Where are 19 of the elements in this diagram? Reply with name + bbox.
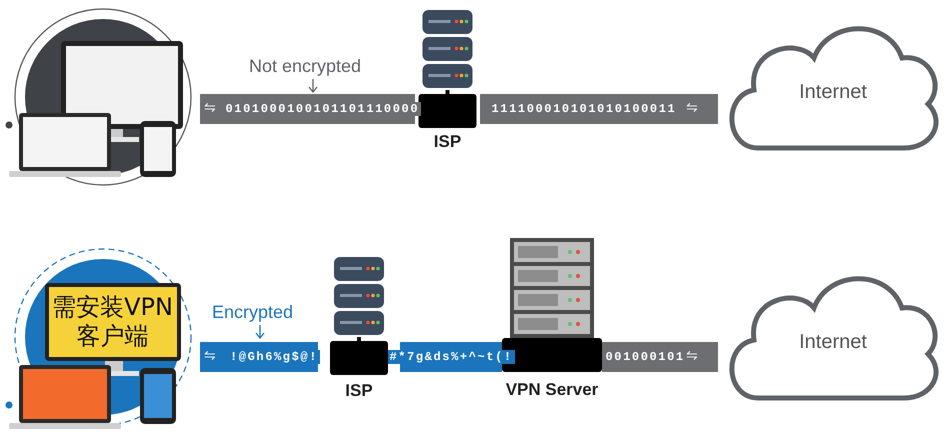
data-pipe bbox=[200, 342, 318, 372]
data-pipe bbox=[480, 94, 718, 124]
cloud-label: Internet bbox=[798, 80, 868, 104]
bidirectional-symbol: ⇋ bbox=[204, 348, 216, 362]
data-stream-text: #*7g&ds%+^~t(! bbox=[388, 350, 515, 364]
node-label: ISP bbox=[432, 132, 462, 152]
data-pipe bbox=[602, 342, 718, 372]
data-stream-text: 0101000100101101110000 bbox=[224, 102, 422, 116]
cloud-label: Internet bbox=[798, 330, 868, 354]
annotation-text: Not encrypted bbox=[249, 57, 362, 75]
node-label: ISP bbox=[344, 381, 374, 402]
bidirectional-symbol: ⇋ bbox=[204, 100, 216, 114]
annotation-text: Encrypted bbox=[212, 303, 294, 321]
node-label: VPN Server bbox=[504, 380, 600, 400]
data-pipe bbox=[200, 94, 415, 124]
screen-text: 需安装VPN客户端 bbox=[51, 293, 174, 351]
data-pipe bbox=[400, 342, 502, 372]
bidirectional-symbol: ⇋ bbox=[686, 348, 698, 362]
bidirectional-symbol: ⇋ bbox=[686, 100, 698, 114]
